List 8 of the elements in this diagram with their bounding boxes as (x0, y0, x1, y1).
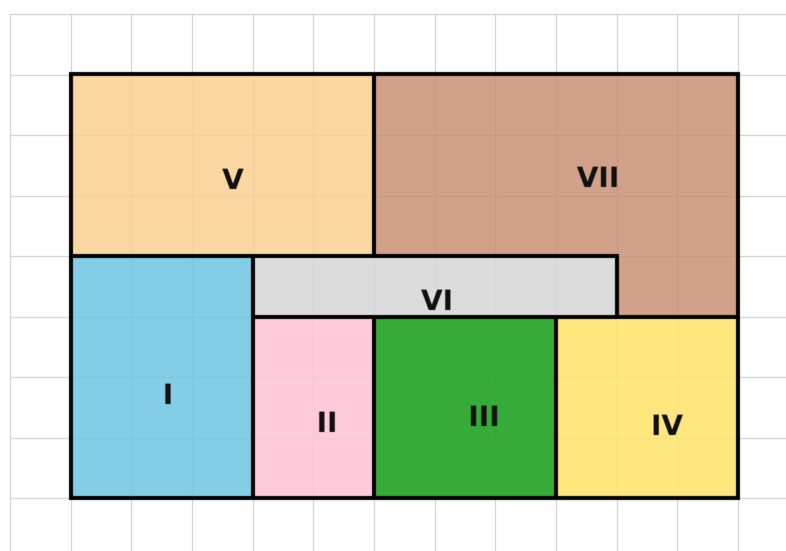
region-label: IV (650, 412, 684, 440)
region-label: V (222, 166, 244, 194)
region-label: III (468, 403, 500, 431)
region-label: VII (576, 164, 620, 192)
region-label: VI (420, 287, 454, 315)
region (374, 74, 738, 317)
region-label: I (162, 381, 174, 409)
region-label: II (316, 409, 338, 437)
